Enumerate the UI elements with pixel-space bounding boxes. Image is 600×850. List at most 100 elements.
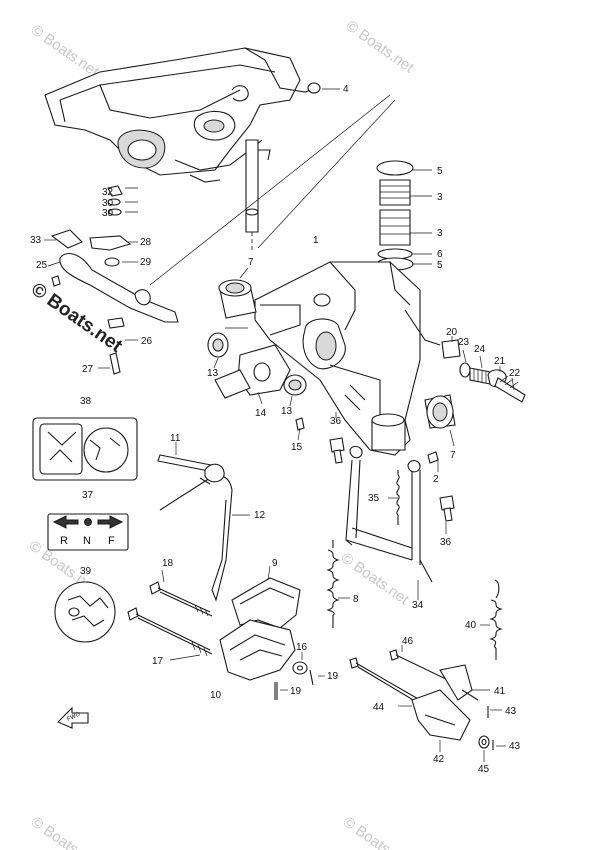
- spring-40: [489, 579, 503, 660]
- callout-7-b: 7: [450, 450, 456, 461]
- decal-38: [32, 417, 138, 481]
- callout-3-a: 3: [437, 192, 443, 203]
- callout-9: 9: [272, 558, 278, 569]
- callout-19-b: 19: [327, 671, 339, 682]
- pin-set-right: [441, 339, 526, 403]
- callout-16: 16: [296, 642, 308, 653]
- bolt-18: [149, 581, 213, 617]
- washer-16: [292, 661, 308, 675]
- callout-5-b: 5: [437, 260, 443, 271]
- callout-39: 39: [80, 566, 92, 577]
- callout-15: 15: [291, 442, 303, 453]
- bushing-7-lower: [424, 394, 456, 429]
- callout-43-b: 43: [509, 741, 521, 752]
- washer-45: [478, 735, 490, 749]
- stud-2: [427, 451, 439, 464]
- callout-27: 27: [82, 364, 94, 375]
- callout-8: 8: [353, 594, 359, 605]
- bolt-17: [127, 607, 213, 657]
- callout-34: 34: [412, 600, 424, 611]
- leader-line: [149, 94, 391, 286]
- callout-17: 17: [152, 656, 164, 667]
- callout-24: 24: [474, 344, 486, 355]
- callout-labels: 1 2 3 3 3 4 5 5 6 7 7 8 9 10 11 12 13 13…: [30, 84, 521, 775]
- callout-14: 14: [255, 408, 267, 419]
- callout-33: 33: [30, 235, 42, 246]
- callout-37: 37: [82, 490, 94, 501]
- callout-44: 44: [373, 702, 385, 713]
- callout-10: 10: [210, 690, 222, 701]
- clip-26: [107, 317, 125, 329]
- callout-45: 45: [478, 764, 490, 775]
- decal-letter-r: R: [60, 535, 68, 547]
- decal-37: R N F: [47, 513, 129, 551]
- washer-29: [104, 257, 120, 267]
- callout-20: 20: [446, 327, 458, 338]
- callout-1: 1: [313, 235, 319, 246]
- callout-7-a: 7: [248, 257, 254, 268]
- bolt-36-lower: [439, 495, 455, 522]
- decal-letter-n: N: [83, 535, 91, 547]
- callout-4: 4: [343, 84, 349, 95]
- callout-18: 18: [162, 558, 174, 569]
- pin-46: [389, 649, 449, 681]
- pivot-shaft: [245, 139, 259, 250]
- callout-43-a: 43: [505, 706, 517, 717]
- callout-41: 41: [494, 686, 506, 697]
- fwd-label: FWD: [66, 711, 82, 722]
- bushing-stack: [376, 160, 432, 271]
- callout-5-a: 5: [437, 166, 443, 177]
- nut-32: [107, 185, 123, 197]
- callout-12: 12: [254, 510, 266, 521]
- bushing-7-upper: [218, 279, 257, 319]
- watermark-bottom-right: © Boats.net: [340, 813, 415, 850]
- callout-21: 21: [494, 356, 506, 367]
- fwd-arrow: FWD: [57, 706, 89, 729]
- bushing-13-a: [207, 332, 229, 358]
- lever-28: [89, 235, 132, 251]
- link-rod-12: [159, 463, 233, 602]
- cotter-pin-19: [274, 669, 314, 700]
- tilt-lever-34: [345, 445, 433, 583]
- callout-36-a: 36: [330, 416, 342, 427]
- bracket-9: [231, 577, 301, 629]
- callout-25: 25: [36, 260, 48, 271]
- watermark-top-left: © Boats.net: [28, 21, 103, 80]
- callout-19-a: 19: [290, 686, 302, 697]
- callout-22: 22: [509, 368, 521, 379]
- bushing-13-b: [283, 374, 307, 396]
- lever-25: [59, 252, 179, 323]
- callout-11: 11: [170, 433, 181, 444]
- callout-32: 32: [102, 187, 114, 198]
- lever-41-42: [411, 664, 479, 741]
- callout-38: 38: [80, 396, 92, 407]
- plate-33: [50, 229, 83, 249]
- bolt-27: [109, 352, 121, 375]
- washer-30-b: [108, 208, 122, 216]
- bracket-10: [219, 619, 296, 681]
- swivel-bracket-upper: [44, 47, 321, 183]
- callout-46: 46: [402, 636, 414, 647]
- callout-36-b: 36: [440, 537, 452, 548]
- callout-13-b: 13: [281, 406, 293, 417]
- callout-26: 26: [141, 336, 153, 347]
- callout-23: 23: [458, 337, 470, 348]
- plate-14: [214, 344, 291, 399]
- decal-letter-f: F: [108, 535, 115, 547]
- callout-30-a: 30: [102, 198, 114, 209]
- callout-6: 6: [437, 249, 443, 260]
- callout-13-a: 13: [207, 368, 219, 379]
- callout-35: 35: [368, 493, 380, 504]
- decal-39: [54, 581, 116, 643]
- bolt-36-upper: [329, 437, 345, 464]
- washer-30-a: [107, 198, 121, 206]
- callout-40: 40: [465, 620, 477, 631]
- bolt-25-small: [51, 275, 61, 287]
- watermark-bottom-left: © Boats.net: [28, 813, 103, 850]
- callout-42: 42: [433, 754, 445, 765]
- spring-8: [326, 540, 340, 628]
- pin-44: [349, 657, 421, 705]
- callout-29: 29: [140, 257, 152, 268]
- callout-2: 2: [433, 474, 439, 485]
